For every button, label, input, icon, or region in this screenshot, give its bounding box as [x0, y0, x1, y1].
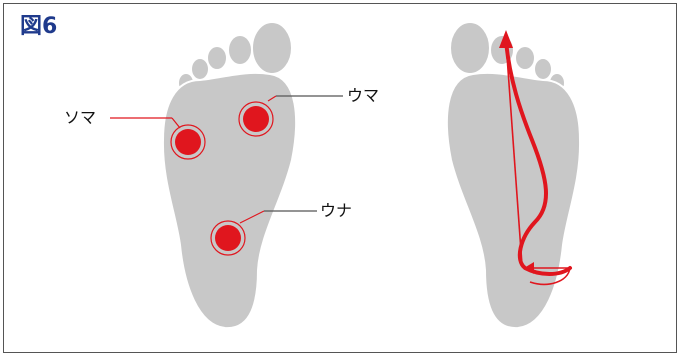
left-foot-toe-4 [191, 58, 209, 80]
right-foot-sole [447, 73, 580, 328]
left-foot-toe-3 [207, 46, 227, 70]
right-foot-toe-4 [534, 58, 552, 80]
label-uma: ウマ [347, 88, 379, 104]
right-foot-big-toe [450, 22, 490, 74]
right-foot-toe-3 [515, 46, 535, 70]
left-foot-toe-2 [228, 35, 252, 65]
left-foot-sole [163, 73, 296, 328]
left-foot-big-toe [252, 22, 292, 74]
label-una: ウナ [320, 203, 352, 219]
right-foot [447, 22, 580, 328]
left-foot [163, 22, 296, 328]
label-soma: ソマ [64, 110, 96, 126]
